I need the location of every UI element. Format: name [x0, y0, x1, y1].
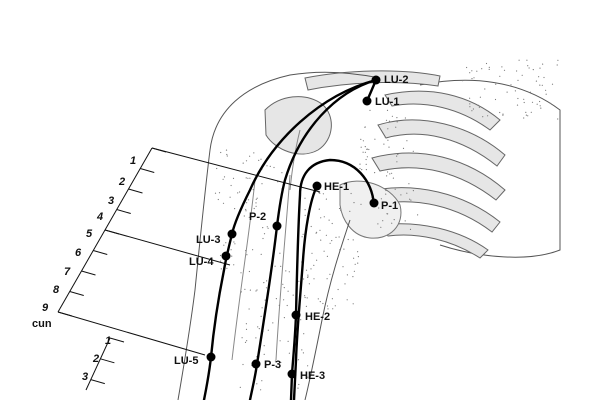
heart-channel-line	[289, 158, 376, 402]
scale-lower-labels: 1 2 3	[82, 335, 111, 383]
scale-lower-tick-1: 1	[105, 335, 111, 347]
scale-upper-labels: 1 2 3 4 5 6 7 8 9 cun	[32, 155, 136, 330]
scale-tick-mark	[151, 147, 167, 153]
point-lu1	[362, 96, 372, 106]
point-p3	[251, 359, 261, 369]
point-he3	[287, 369, 297, 379]
biceps-line-2	[275, 174, 291, 361]
scale-tick-3: 3	[108, 195, 114, 207]
label-he1: HE-1	[324, 181, 349, 193]
label-lu4: LU-4	[189, 256, 214, 268]
label-lu3: LU-3	[196, 234, 220, 246]
scale-tick-5: 5	[86, 228, 93, 240]
label-he3: HE-3	[300, 370, 325, 382]
scale-tick-1: 1	[130, 155, 136, 167]
scale-unit: cun	[32, 318, 52, 330]
label-p1: P-1	[381, 200, 398, 212]
point-lu4	[221, 251, 231, 261]
biceps-line-1	[231, 179, 256, 361]
rib-1	[384, 90, 501, 131]
arm-outer-contour	[177, 149, 211, 401]
point-labels: LU-2 LU-1 HE-1 P-1 P-2 LU-3 LU-4 HE-2 LU…	[174, 74, 408, 382]
arm-inner-contour	[304, 219, 351, 401]
scale-tick-mark	[69, 291, 84, 296]
rib-2	[377, 119, 506, 167]
scale-tick-mark	[57, 311, 73, 317]
scale-tick-9: 9	[42, 302, 49, 314]
shoulder-contour	[209, 71, 381, 151]
label-lu1: LU-1	[375, 96, 399, 108]
scale-tick-mark	[116, 209, 131, 214]
tendon-line	[289, 129, 301, 191]
point-p1	[369, 198, 379, 208]
heart-branch-he1	[292, 184, 319, 402]
scale-tick-mark	[100, 358, 115, 364]
scale-tick-6: 6	[75, 247, 82, 259]
scapula	[339, 180, 402, 239]
rib-5	[379, 223, 489, 259]
scale-tick-mark	[90, 379, 105, 385]
scale-tick-mark	[109, 337, 125, 343]
scale-tick-4: 4	[96, 211, 103, 223]
rib-3	[371, 152, 506, 201]
point-he2	[291, 310, 301, 320]
scale-tick-mark	[93, 250, 108, 255]
rib-4	[364, 187, 501, 233]
acupuncture-points	[206, 75, 381, 379]
label-p3: P-3	[264, 359, 281, 371]
scale-top-line	[151, 147, 321, 193]
scale-tick-mark	[128, 188, 143, 194]
measurement-scale	[57, 147, 321, 391]
scale-tick-7: 7	[64, 266, 71, 278]
label-he2: HE-2	[305, 311, 330, 323]
point-lu2	[371, 75, 381, 85]
scale-mid-line	[104, 229, 231, 266]
scale-tick-8: 8	[53, 284, 60, 296]
scale-lower-tick-2: 2	[92, 353, 99, 365]
scale-bottom-line	[57, 311, 206, 356]
scale-lower-edge	[85, 337, 111, 391]
label-p2: P-2	[249, 211, 266, 223]
scale-tick-mark	[81, 270, 96, 276]
label-lu5: LU-5	[174, 355, 198, 367]
point-p2	[272, 221, 282, 231]
scale-tick-mark	[104, 229, 120, 235]
scale-tick-2: 2	[118, 176, 125, 188]
label-lu2: LU-2	[384, 74, 408, 86]
scale-lower-tick-3: 3	[82, 371, 88, 383]
point-lu3	[227, 229, 237, 239]
point-lu5	[206, 352, 216, 362]
scale-tick-mark	[140, 168, 155, 173]
point-he1	[312, 181, 322, 191]
